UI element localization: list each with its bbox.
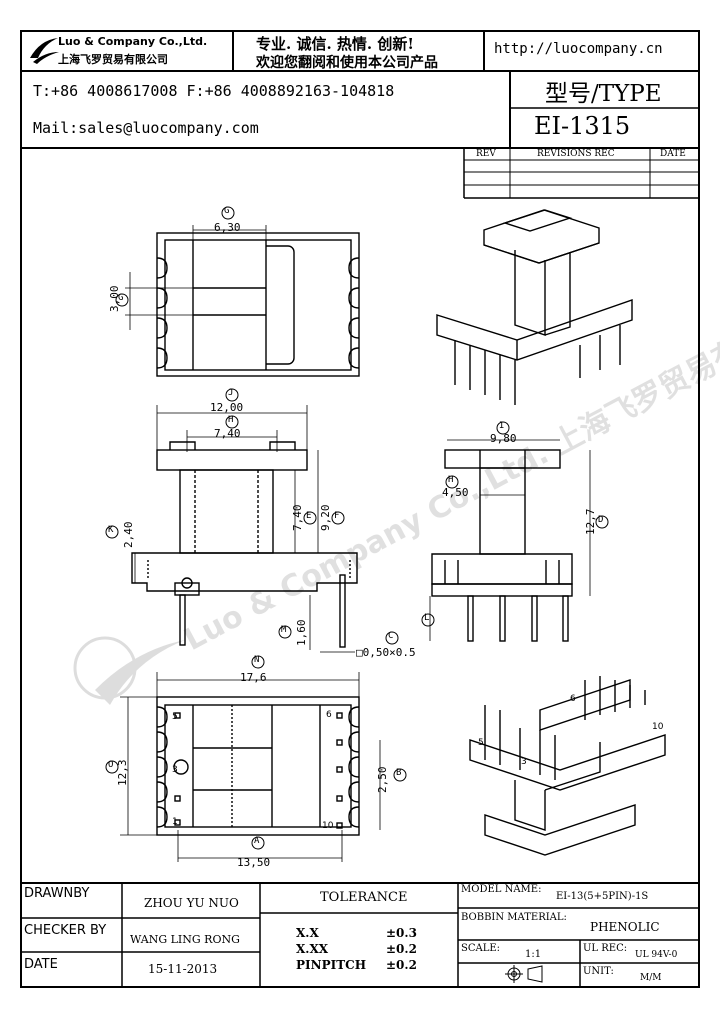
- unit-value: M/M: [640, 973, 662, 983]
- phone-fax: T:+86 4008617008 F:+86 4008892163-104818: [33, 82, 395, 100]
- dim-n: 17,6: [240, 671, 267, 684]
- side-view: [431, 449, 573, 642]
- bobbin-value: PHENOLIC: [590, 920, 660, 934]
- dim-o: 12,3: [116, 759, 129, 787]
- scale-value: 1:1: [525, 949, 542, 960]
- checker-value: WANG LING RONG: [130, 933, 240, 946]
- label-m: M: [281, 625, 287, 635]
- outer-frame: [20, 30, 700, 988]
- tol-key-2: PINPITCH: [296, 958, 367, 972]
- label-a: A: [254, 836, 260, 846]
- label-c: C: [388, 631, 394, 641]
- dim-g: 6,30: [214, 221, 241, 234]
- label-e: E: [306, 511, 312, 521]
- front-view: [131, 441, 358, 648]
- dim-h: 7,40: [214, 427, 241, 440]
- welcome-text: 欢迎您翻阅和使用本公司产品: [256, 55, 438, 71]
- label-n: N: [254, 655, 260, 665]
- scale-label: SCALE:: [461, 943, 501, 954]
- tol-key-0: X.X: [296, 926, 319, 940]
- rev-col: REV: [476, 149, 496, 159]
- model-name-label: MODEL NAME:: [461, 884, 542, 895]
- unit-label: UNIT:: [583, 966, 614, 977]
- dim-e: 7,40: [291, 504, 304, 532]
- label-g: G: [224, 206, 230, 216]
- website-link[interactable]: http://luocompany.cn: [494, 41, 663, 57]
- tolerance-label: TOLERANCE: [320, 890, 408, 905]
- email-link[interactable]: Mail:sales@luocompany.com: [33, 119, 259, 137]
- company-name-cn: 上海飞罗贸易有限公司: [58, 53, 168, 66]
- checker-label: CHECKER BY: [24, 923, 107, 938]
- tol-val-0: ±0.3: [386, 926, 417, 940]
- label-g2: G: [118, 293, 124, 303]
- iso-pin-5: 5: [478, 738, 484, 748]
- dim-j: 12,00: [210, 401, 244, 414]
- label-j: J: [228, 388, 234, 398]
- bottom-view: [156, 696, 360, 836]
- label-h2: H: [448, 475, 454, 485]
- top-view: [156, 232, 360, 377]
- tol-val-1: ±0.2: [386, 942, 417, 956]
- iso-pin-3: 3: [521, 757, 527, 767]
- label-o: O: [108, 760, 114, 770]
- iso-pin-6: 6: [570, 694, 576, 704]
- pin-3: 3: [172, 765, 178, 775]
- label-b: B: [396, 768, 402, 778]
- dim-m: 1,60: [295, 619, 308, 647]
- dim-a: 13,50: [237, 856, 271, 869]
- slogan: 专业. 诚信. 热情. 创新!: [256, 35, 414, 53]
- dim-circles: [105, 206, 609, 850]
- ul-label: UL REC:: [583, 943, 628, 954]
- iso-pin-10: 10: [652, 722, 664, 732]
- label-i: I: [499, 421, 505, 431]
- label-d: D: [598, 515, 604, 525]
- company-logo: [30, 38, 59, 64]
- label-k: K: [108, 525, 114, 535]
- pin-10: 10: [322, 821, 334, 831]
- watermark-graphic: [73, 636, 185, 705]
- isometric-bottom: [469, 676, 666, 856]
- pin-6: 6: [326, 710, 332, 720]
- pin-5: 5: [172, 712, 178, 722]
- pin-1: 1: [172, 817, 178, 827]
- dim-d: 12,7: [584, 508, 597, 536]
- company-name: Luo & Company Co.,Ltd.: [58, 35, 208, 48]
- label-f: F: [334, 511, 340, 521]
- date-label: DATE: [24, 957, 58, 972]
- dim-h2: 4,50: [442, 486, 469, 499]
- type-label: 型号/TYPE: [545, 81, 662, 107]
- label-l: L: [424, 613, 430, 623]
- dim-c: □0,50×0.5: [356, 646, 416, 659]
- dim-i: 9,80: [490, 432, 517, 445]
- drawnby-value: ZHOU YU NUO: [144, 896, 239, 910]
- rev-date-col: DATE: [660, 149, 686, 159]
- dim-b: 2,50: [376, 766, 389, 794]
- tol-key-1: X.XX: [296, 942, 329, 956]
- isometric-top: [436, 209, 633, 405]
- model-number: EI-1315: [534, 112, 631, 140]
- model-name-value: EI-13(5+5PIN)-1S: [556, 891, 649, 902]
- tol-val-2: ±0.2: [386, 958, 417, 972]
- date-value: 15-11-2013: [148, 962, 218, 976]
- ul-value: UL 94V-0: [635, 950, 678, 960]
- bobbin-label: BOBBIN MATERIAL:: [461, 912, 567, 923]
- drawnby-label: DRAWNBY: [24, 886, 90, 901]
- label-h: H: [228, 415, 234, 425]
- rev-rec-col: REVISIONS REC: [537, 149, 615, 159]
- dim-f: 9,20: [319, 504, 332, 532]
- dim-k: 2,40: [122, 521, 135, 549]
